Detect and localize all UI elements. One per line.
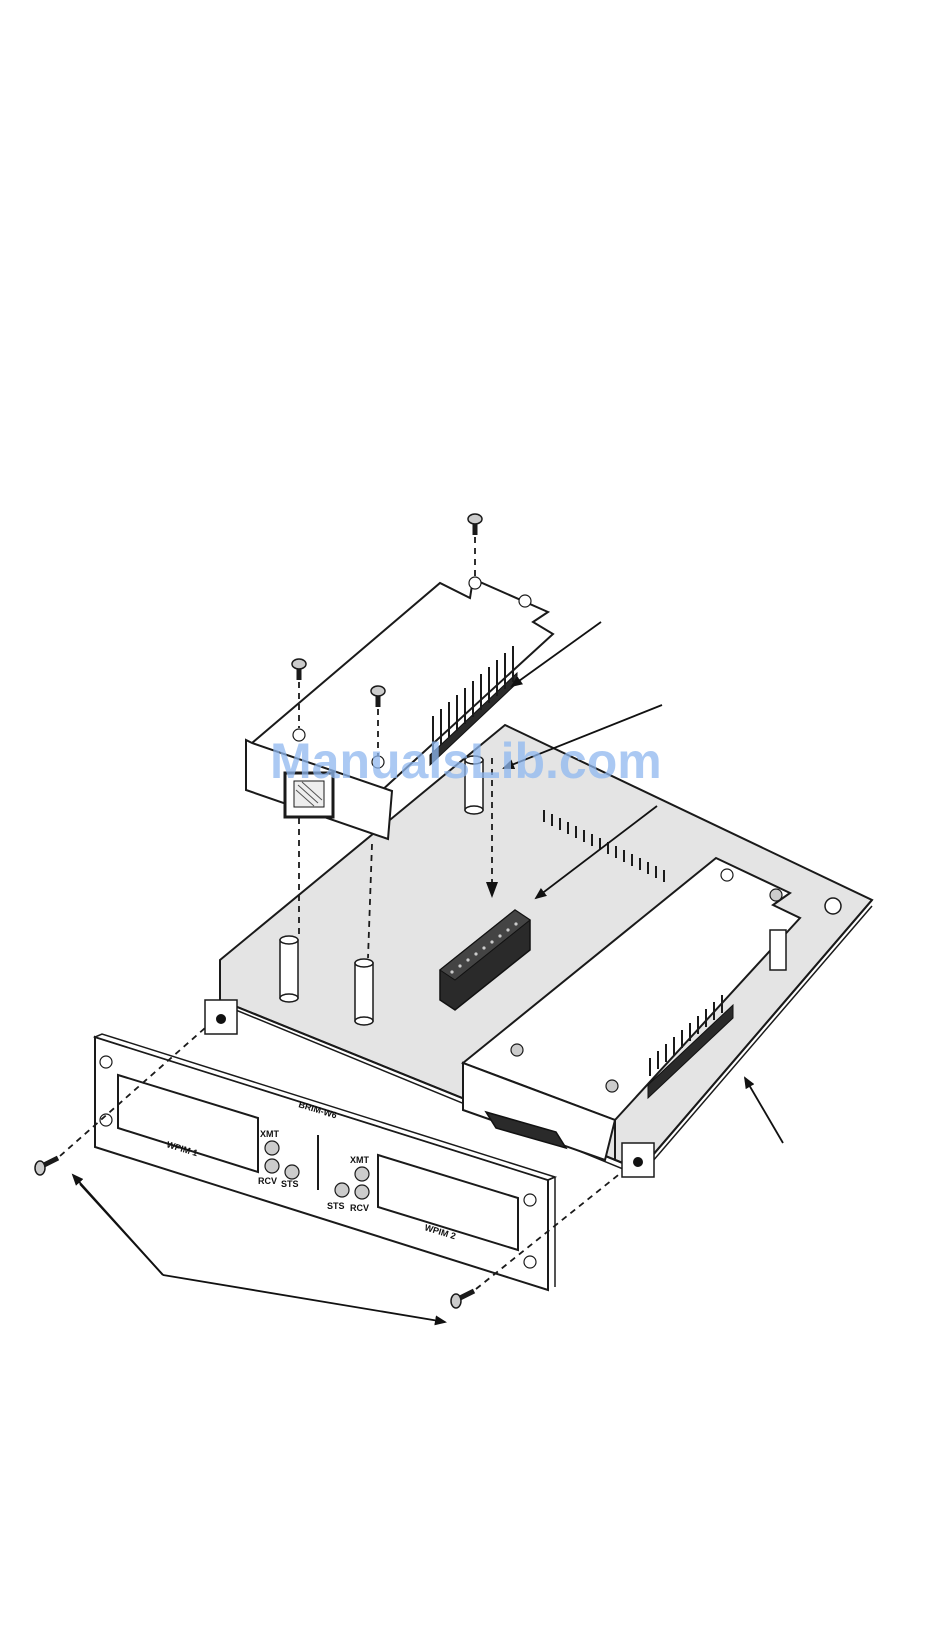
led-label-xmt-left: XMT <box>260 1129 280 1139</box>
watermark: ManualsLib.com <box>270 732 662 790</box>
led-label-rcv-left: RCV <box>258 1176 277 1186</box>
standoff <box>355 959 373 1025</box>
led-label-rcv-right: RCV <box>350 1203 369 1213</box>
screw <box>468 514 482 535</box>
screw <box>451 1291 474 1308</box>
led-label-sts-right: STS <box>327 1201 345 1211</box>
screw <box>292 659 306 680</box>
standoff <box>280 936 298 1002</box>
led-label-xmt-right: XMT <box>350 1155 370 1165</box>
screw <box>35 1158 58 1175</box>
mounting-block <box>205 1000 237 1034</box>
led-label-sts-left: STS <box>281 1179 299 1189</box>
